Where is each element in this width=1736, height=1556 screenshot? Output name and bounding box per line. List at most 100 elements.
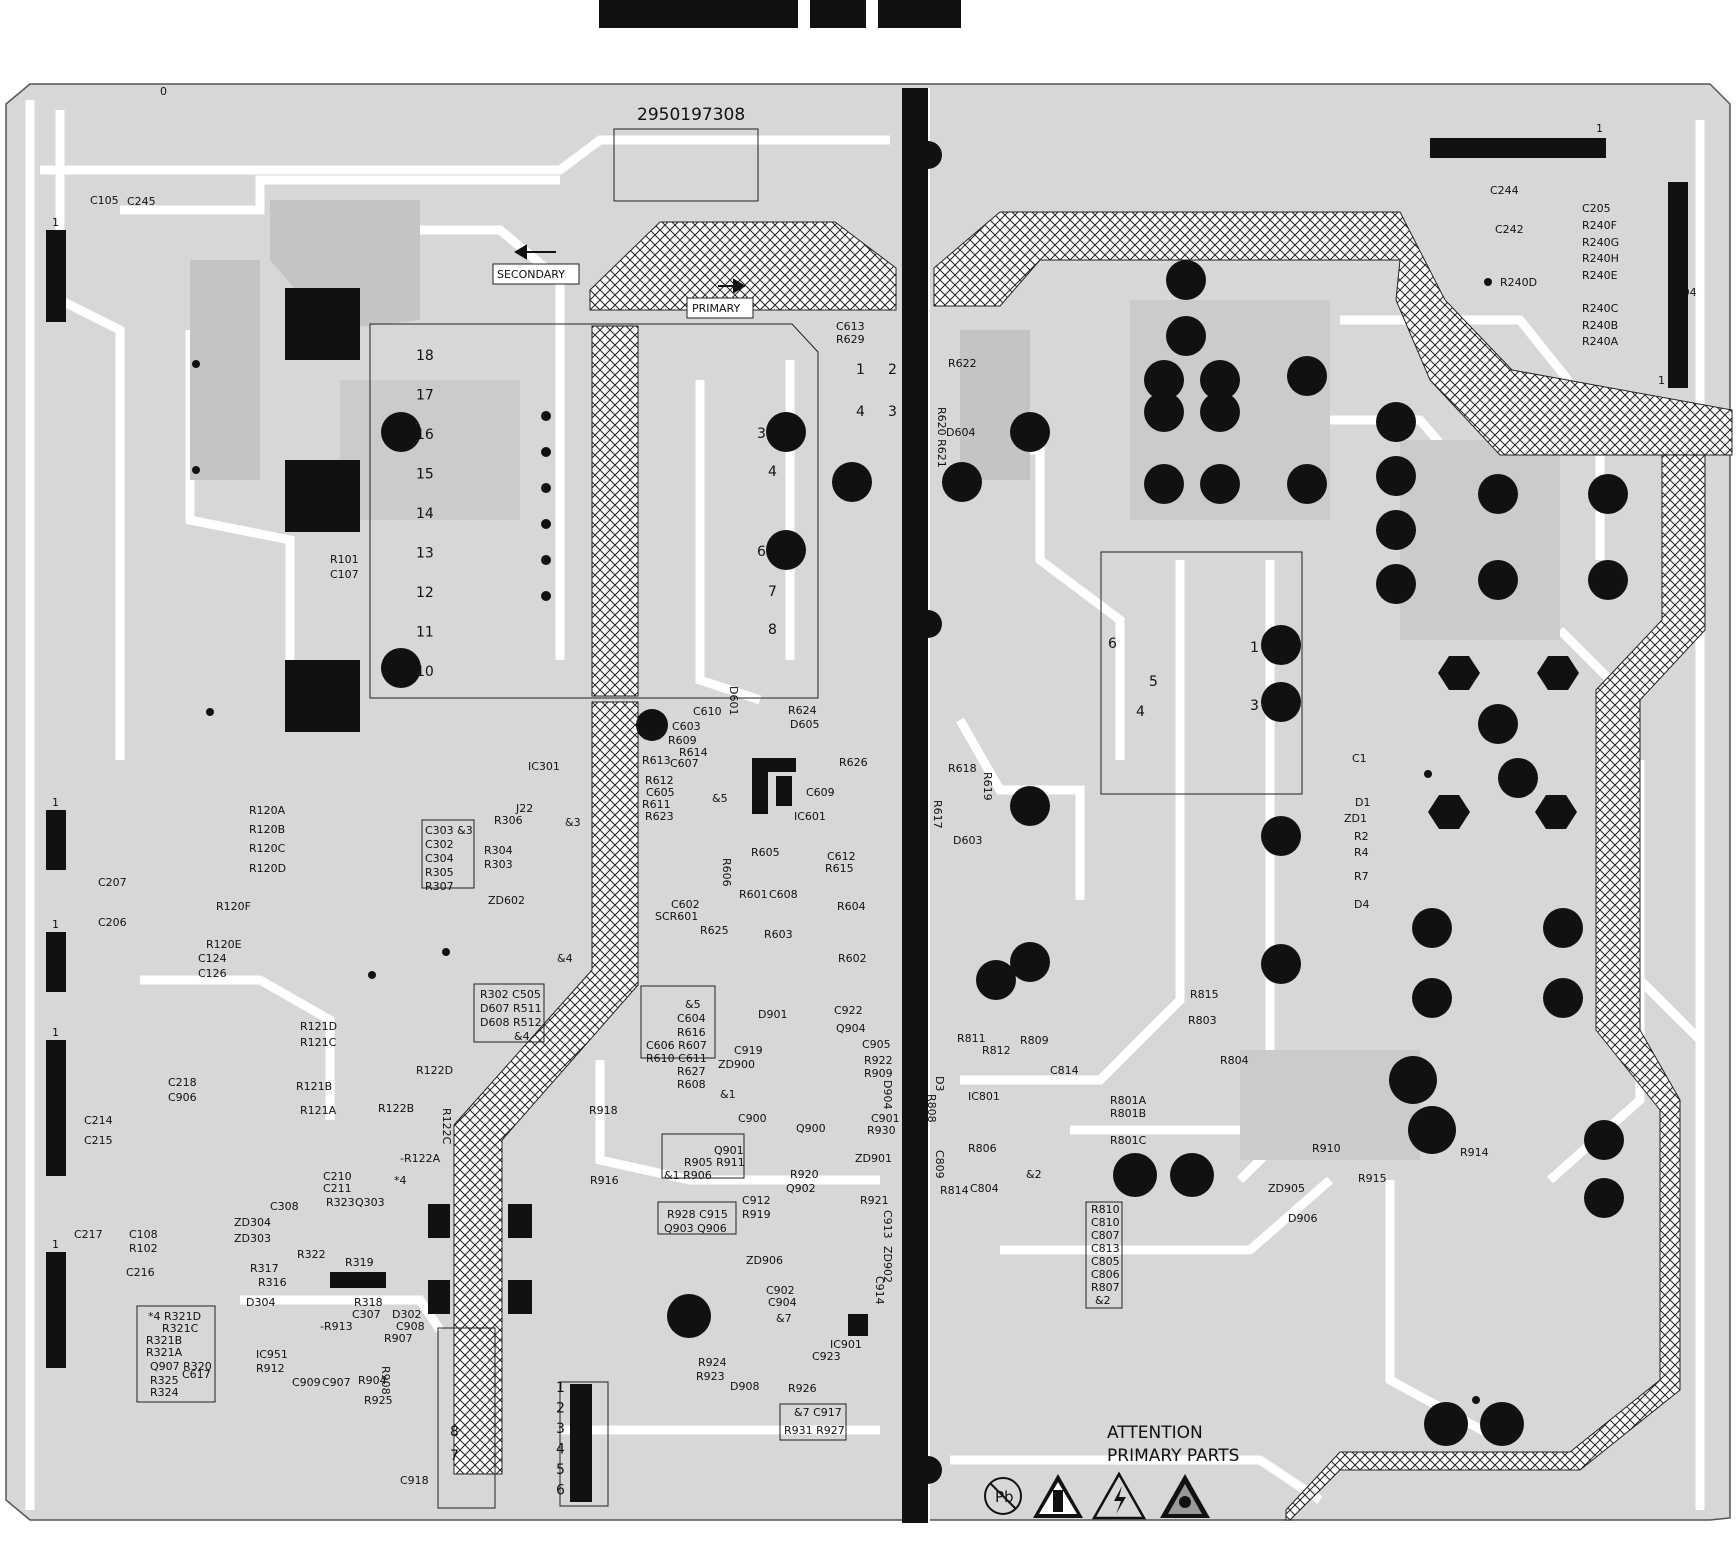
transformer-pin-label: 15: [416, 467, 434, 483]
component-label: R321B: [146, 1334, 182, 1347]
component-label: R322: [297, 1248, 326, 1261]
component-label: C905: [862, 1038, 891, 1051]
component-label: D603: [953, 834, 982, 847]
component-label: Q902: [786, 1182, 816, 1195]
component-label: R910: [1312, 1142, 1341, 1155]
component-label: C922: [834, 1004, 863, 1017]
component-label: Q900: [796, 1122, 826, 1135]
component-label: D3: [933, 1076, 946, 1091]
connector-pin1-mark: 1: [1596, 122, 1603, 135]
component-label: R924: [698, 1356, 727, 1369]
component-label: C607: [670, 757, 699, 770]
component-label: R904: [358, 1374, 387, 1387]
optocoupler-pin-label: 1: [856, 362, 865, 378]
component-label: R801C: [1110, 1134, 1147, 1147]
component-label: C604: [677, 1012, 706, 1025]
component-label: D604: [946, 426, 975, 439]
component-label: R319: [345, 1256, 374, 1269]
component-label: J22: [515, 802, 533, 815]
component-label: C813: [1091, 1242, 1120, 1255]
component-label: R610 C611: [646, 1052, 707, 1065]
connector-pin-label: 1: [556, 1380, 565, 1396]
component-label: C923: [812, 1350, 841, 1363]
component-label: C244: [1490, 184, 1519, 197]
high-voltage-warning-icon: [1033, 1474, 1083, 1518]
component-label: ZD902: [881, 1246, 894, 1283]
component-label: D904: [881, 1080, 894, 1109]
component-label: C612: [827, 850, 856, 863]
component-label: R923: [696, 1370, 725, 1383]
component-label: &7 C917: [794, 1406, 842, 1419]
component-label: C126: [198, 967, 227, 980]
component-label: R121A: [300, 1104, 337, 1117]
component-label: IC951: [256, 1348, 288, 1361]
component-label: C919: [734, 1044, 763, 1057]
component-label: R101: [330, 553, 359, 566]
component-label: R622: [948, 357, 977, 370]
component-label: R811: [957, 1032, 986, 1045]
component-label: R806: [968, 1142, 997, 1155]
transformer-primary-pin-label: 8: [768, 622, 777, 638]
connector-pin1-mark: 1: [52, 1238, 59, 1251]
connector-pin-label: 6: [556, 1483, 565, 1499]
component-label: R909: [864, 1067, 893, 1080]
attention-line1: ATTENTION: [1107, 1423, 1203, 1443]
component-label: R914: [1460, 1146, 1489, 1159]
connector-pin-label: 2: [556, 1401, 565, 1417]
component-label: R623: [645, 810, 674, 823]
component-label: R606: [720, 858, 733, 887]
component-label: D901: [758, 1008, 787, 1021]
component-label: C610: [693, 705, 722, 718]
component-label: R102: [129, 1242, 158, 1255]
corner-mark: 0: [160, 85, 167, 98]
component-label: D302: [392, 1308, 421, 1321]
component-label: C906: [168, 1091, 197, 1104]
component-label: R120A: [249, 804, 286, 817]
component-label: R804: [1220, 1054, 1249, 1067]
component-label: D601: [727, 686, 740, 715]
component-label: R915: [1358, 1172, 1387, 1185]
round-pads: [381, 141, 1628, 1484]
ic-pin-label: 5: [1149, 674, 1158, 690]
connector-pin1-mark: 1: [52, 918, 59, 931]
component-label: Q901: [714, 1144, 744, 1157]
component-label: R808: [925, 1094, 938, 1123]
component-label: R925: [364, 1394, 393, 1407]
component-label: R908: [379, 1366, 392, 1395]
component-label: R926: [788, 1382, 817, 1395]
direction-arrows: [514, 244, 746, 294]
component-label: R801A: [1110, 1094, 1147, 1107]
component-label: R620 R621: [935, 407, 948, 468]
component-label: C814: [1050, 1064, 1079, 1077]
component-label: R325: [150, 1374, 179, 1387]
component-label: R619: [981, 772, 994, 801]
component-label: &1 R906: [664, 1169, 712, 1182]
component-label: C214: [84, 1114, 113, 1127]
component-label: C806: [1091, 1268, 1120, 1281]
component-label: C918: [400, 1474, 429, 1487]
component-label: ZD304: [234, 1216, 271, 1229]
component-label: IC601: [794, 810, 826, 823]
component-label: Q904: [836, 1022, 866, 1035]
component-label: R626: [839, 756, 868, 769]
transformer-pin-label: 17: [416, 388, 434, 404]
component-label: R602: [838, 952, 867, 965]
component-label: C907: [322, 1376, 351, 1389]
component-label: R627: [677, 1065, 706, 1078]
transformer-pin-label: 14: [416, 506, 434, 522]
component-label: R916: [590, 1174, 619, 1187]
component-label: C609: [806, 786, 835, 799]
hex-pads: [1428, 656, 1579, 829]
isolation-hatches: [453, 211, 1733, 1521]
component-label: C1: [1352, 752, 1367, 765]
component-label: R807: [1091, 1281, 1120, 1294]
component-label: R812: [982, 1044, 1011, 1057]
ic-pin-label: 6: [1108, 636, 1117, 652]
component-label: R240E: [1582, 269, 1618, 282]
component-label: R921: [860, 1194, 889, 1207]
component-label: C215: [84, 1134, 113, 1147]
component-label: R614: [679, 746, 708, 759]
optocoupler-pin-label: 2: [888, 362, 897, 378]
component-label: C206: [98, 916, 127, 929]
